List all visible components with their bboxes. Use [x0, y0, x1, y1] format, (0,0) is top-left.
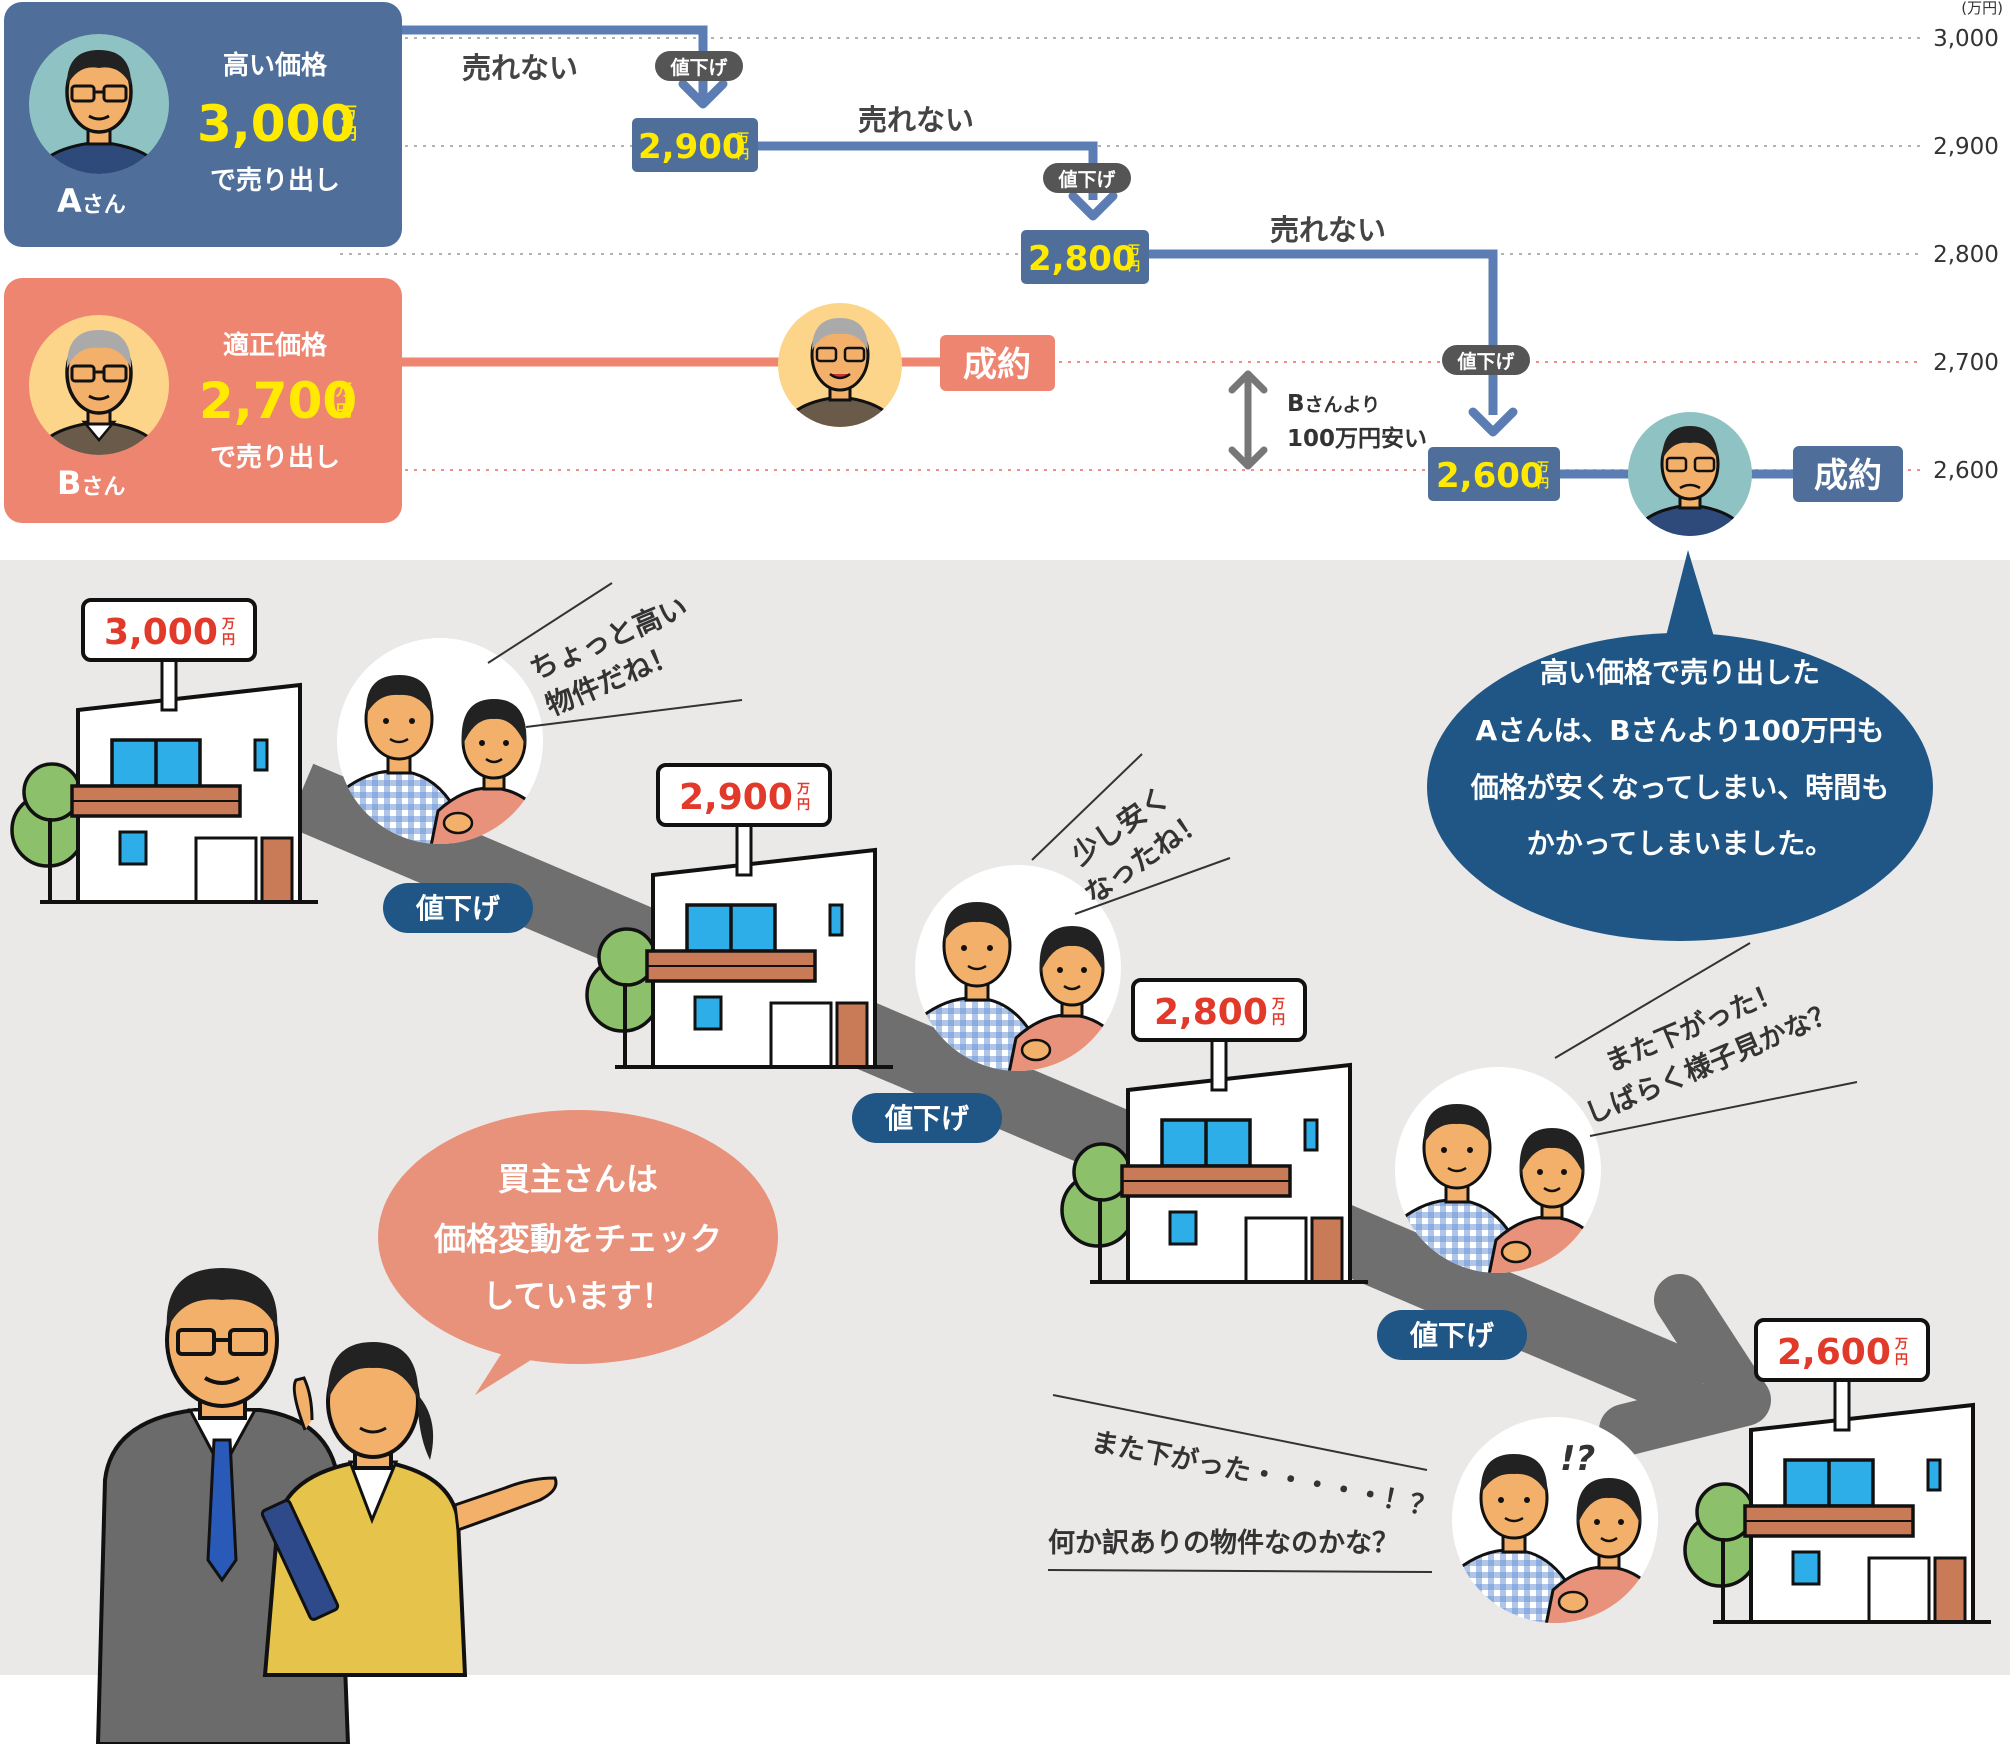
price-drop-road: [286, 763, 1771, 1456]
svg-text:万: 万: [796, 782, 810, 797]
seller-a-avatar-small: [1628, 412, 1752, 536]
seller-b-line3: で売り出し: [210, 443, 340, 473]
seller-a-line3: で売り出し: [210, 166, 340, 196]
seller-a-card: Aさん 高い価格 3,000 万 円 で売り出し: [4, 2, 402, 247]
buyer-couples: [337, 638, 1658, 1623]
svg-text:2,900: 2,900: [638, 127, 746, 167]
svg-text:価格変動をチェック: 価格変動をチェック: [433, 1220, 722, 1258]
unsold-label-3: 売れない: [1270, 213, 1386, 247]
arrow-head-2: [1068, 191, 1118, 221]
svg-text:値下げ: 値下げ: [415, 892, 501, 925]
svg-text:価格が安くなってしまい、時間も: 価格が安くなってしまい、時間も: [1470, 771, 1890, 804]
seller-b-unit-top: 万: [335, 380, 352, 399]
unsold-label-1: 売れない: [462, 51, 578, 85]
svg-text:成約: 成約: [1814, 456, 1882, 496]
svg-text:円: 円: [222, 633, 235, 648]
svg-text:円: 円: [1128, 259, 1140, 273]
price-cut-pill-1: 値下げ: [383, 883, 533, 933]
house-price: 2,800: [1154, 992, 1268, 1033]
price-cut-pill-2: 値下げ: [852, 1093, 1002, 1143]
svg-text:Aさんは、Bさんより100万円も: Aさんは、Bさんより100万円も: [1476, 714, 1885, 747]
svg-text:万: 万: [1127, 243, 1140, 257]
arrow-head-1: [678, 79, 728, 109]
seller-a-unit-bottom: 円: [341, 124, 357, 143]
buyer-couple-1: [337, 638, 543, 844]
svg-text:成約: 成約: [963, 345, 1031, 385]
seller-b-line1: 適正価格: [223, 330, 328, 361]
seller-b-name: Bさん: [57, 464, 125, 502]
house-price: 2,600: [1777, 1332, 1891, 1373]
real-estate-agents: [95, 1268, 558, 1746]
svg-text:万: 万: [736, 131, 749, 145]
svg-text:値下げ: 値下げ: [1057, 169, 1116, 191]
price-gap-label: Bさんより 100万円安い: [1287, 391, 1427, 452]
seller-a-name: Aさん: [57, 182, 126, 220]
axis-tick-label: 2,900: [1933, 134, 1999, 160]
seller-a-unit-top: 万: [340, 103, 357, 122]
svg-text:買主さんは: 買主さんは: [498, 1160, 658, 1198]
axis-tick-label: 3,000: [1933, 26, 1999, 52]
svg-text:値下げ: 値下げ: [1456, 351, 1515, 373]
price-gap-arrow: [1228, 370, 1268, 470]
seller-b-avatar-small: [778, 303, 902, 427]
price-cut-pill-3: 値下げ: [1377, 1310, 1527, 1360]
step-price-2900: 2,900 万 円: [632, 118, 758, 172]
female-agent: [260, 1342, 558, 1677]
axis-unit: (万円): [1961, 0, 2003, 17]
svg-text:値下げ: 値下げ: [669, 57, 728, 79]
price-cut-tag-3: 値下げ: [1442, 345, 1530, 375]
svg-text:万: 万: [221, 617, 235, 632]
agent-speech-bubble: 買主さんは 価格変動をチェック しています！: [378, 1110, 778, 1395]
arrow-head-3: [1468, 407, 1518, 437]
seller-b-unit-bottom: 円: [336, 401, 352, 420]
svg-text:100万円安い: 100万円安い: [1287, 425, 1427, 452]
confused-exclaim: !?: [1560, 1439, 1595, 1479]
svg-text:しています！: しています！: [482, 1277, 673, 1315]
svg-text:万: 万: [1271, 997, 1285, 1012]
seller-b-price: 2,700: [199, 372, 357, 430]
svg-text:円: 円: [1895, 1353, 1908, 1368]
svg-text:万: 万: [1894, 1337, 1908, 1352]
svg-text:Bさんより: Bさんより: [1287, 391, 1380, 417]
axis-tick-label: 2,700: [1933, 350, 1999, 376]
buyer-couple-4: [1452, 1417, 1658, 1623]
seller-a-avatar: [29, 34, 169, 174]
unsold-label-2: 売れない: [858, 103, 974, 137]
svg-text:値下げ: 値下げ: [1409, 1319, 1495, 1352]
svg-text:円: 円: [1537, 476, 1549, 490]
svg-text:高い価格で売り出した: 高い価格で売り出した: [1540, 656, 1820, 689]
svg-text:2,800: 2,800: [1028, 239, 1136, 279]
seller-b-deal: 成約: [940, 335, 1055, 391]
axis-tick-label: 2,600: [1933, 458, 1999, 484]
seller-a-price: 3,000: [197, 95, 355, 153]
seller-a-line1: 高い価格: [223, 50, 328, 81]
svg-text:円: 円: [797, 798, 810, 813]
price-cut-tag-1: 値下げ: [655, 51, 743, 81]
house-price: 3,000: [104, 612, 218, 653]
step-price-2600: 2,600 万 円: [1428, 447, 1560, 501]
axis-tick-label: 2,800: [1933, 242, 1999, 268]
seller-b-card: Bさん 適正価格 2,700 万 円 で売り出し: [4, 278, 402, 523]
price-axis: (万円) 3,000 2,900 2,800 2,700 2,600: [1933, 0, 2003, 484]
price-cut-tag-2: 値下げ: [1043, 163, 1131, 193]
svg-text:値下げ: 値下げ: [884, 1102, 970, 1135]
step-price-2800: 2,800 万 円: [1021, 230, 1149, 284]
buyer-couple-3: [1395, 1067, 1601, 1273]
svg-text:2,600: 2,600: [1436, 456, 1544, 496]
svg-text:かかってしまいました。: かかってしまいました。: [1527, 827, 1834, 860]
svg-text:円: 円: [1272, 1013, 1285, 1028]
svg-text:万: 万: [1536, 460, 1549, 474]
svg-text:円: 円: [737, 147, 749, 161]
house-price: 2,900: [679, 777, 793, 818]
seller-a-deal: 成約: [1793, 446, 1903, 502]
summary-note-bubble: 高い価格で売り出した Aさんは、Bさんより100万円も 価格が安くなってしまい、…: [1427, 550, 1933, 941]
svg-text:何か訳ありの物件なのかな？: 何か訳ありの物件なのかな？: [1048, 1527, 1399, 1559]
